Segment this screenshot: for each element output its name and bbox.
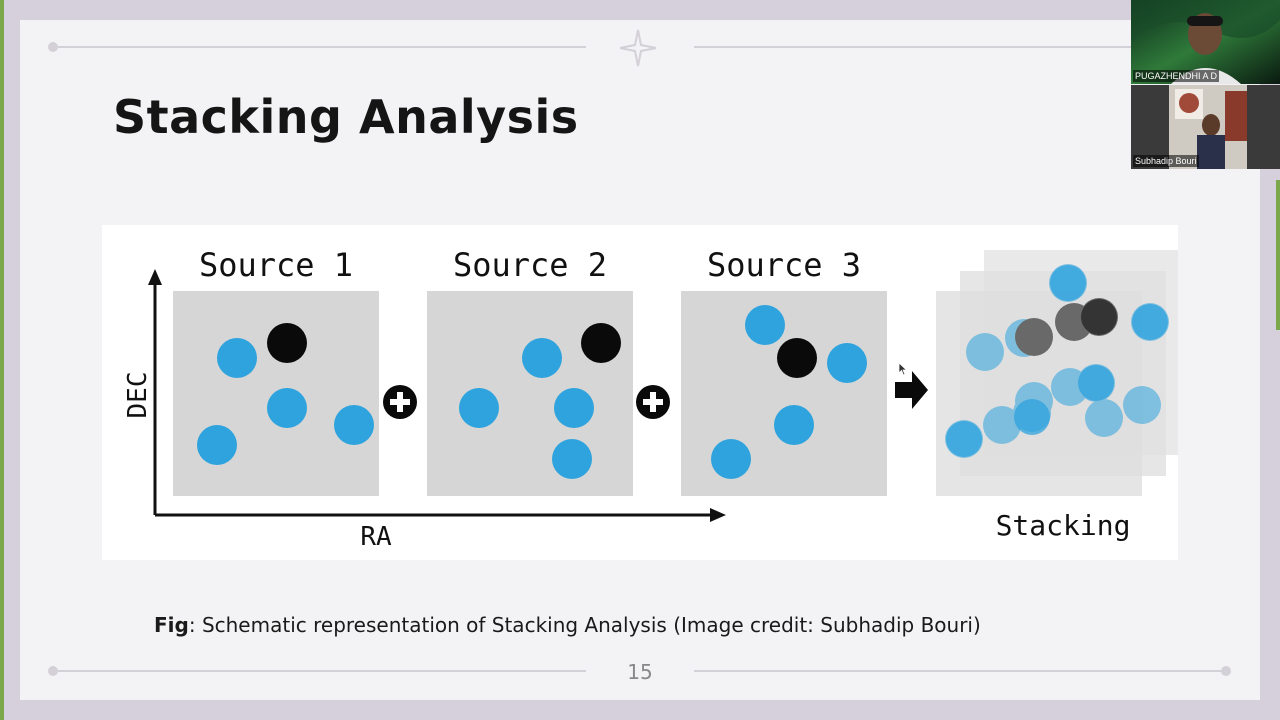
x-axis-label: RA — [360, 522, 392, 552]
source-dot — [522, 338, 562, 378]
target-dot — [777, 338, 817, 378]
bottom-left-dot — [48, 666, 58, 676]
target-dot — [267, 323, 307, 363]
right-arrow-icon — [895, 371, 928, 409]
source-dot — [711, 439, 751, 479]
target-dot — [581, 323, 621, 363]
x-axis-arrow — [710, 508, 726, 522]
caption-text: : Schematic representation of Stacking A… — [189, 613, 981, 637]
right-accent-bar — [1276, 180, 1280, 330]
bottom-left-rule — [58, 670, 586, 672]
source-2-panel — [427, 291, 633, 496]
source-dot — [197, 425, 237, 465]
stacking-figure: Source 1 Source 2 Source 3 DEC RA — [102, 225, 1178, 560]
participant-video-tile[interactable]: Subhadip Bouri — [1131, 85, 1280, 169]
participant-name: PUGAZHENDHI A D — [1133, 70, 1219, 82]
top-left-dot — [48, 42, 58, 52]
source-dot — [554, 388, 594, 428]
source-3-title: Source 3 — [707, 246, 861, 284]
participant-name: Subhadip Bouri — [1133, 155, 1199, 167]
source-dot — [217, 338, 257, 378]
source-2-title: Source 2 — [453, 246, 607, 284]
top-right-rule — [694, 46, 1134, 48]
source-dot — [459, 388, 499, 428]
top-left-rule — [58, 46, 586, 48]
bottom-right-rule — [694, 670, 1226, 672]
participant-video-tile[interactable]: PUGAZHENDHI A D — [1131, 0, 1280, 84]
source-dot — [827, 343, 867, 383]
left-accent-bar — [0, 0, 4, 720]
stacking-label: Stacking — [996, 509, 1131, 542]
slide-title: Stacking Analysis — [113, 90, 579, 144]
bottom-right-dot — [1221, 666, 1231, 676]
sparkle-icon — [618, 28, 658, 72]
presentation-slide: Stacking Analysis Source 1 Source 2 Sour… — [20, 20, 1260, 700]
source-dot — [552, 439, 592, 479]
page-number: 15 — [620, 660, 660, 684]
source-dot — [267, 388, 307, 428]
source-1-title: Source 1 — [199, 246, 353, 284]
figure-caption: Fig: Schematic representation of Stackin… — [154, 613, 981, 637]
source-dot — [334, 405, 374, 445]
y-axis-arrow — [148, 269, 162, 285]
caption-label: Fig — [154, 613, 189, 637]
y-axis-label: DEC — [123, 372, 153, 419]
source-dot — [745, 305, 785, 345]
source-dot — [774, 405, 814, 445]
mouse-cursor-icon — [898, 362, 908, 376]
